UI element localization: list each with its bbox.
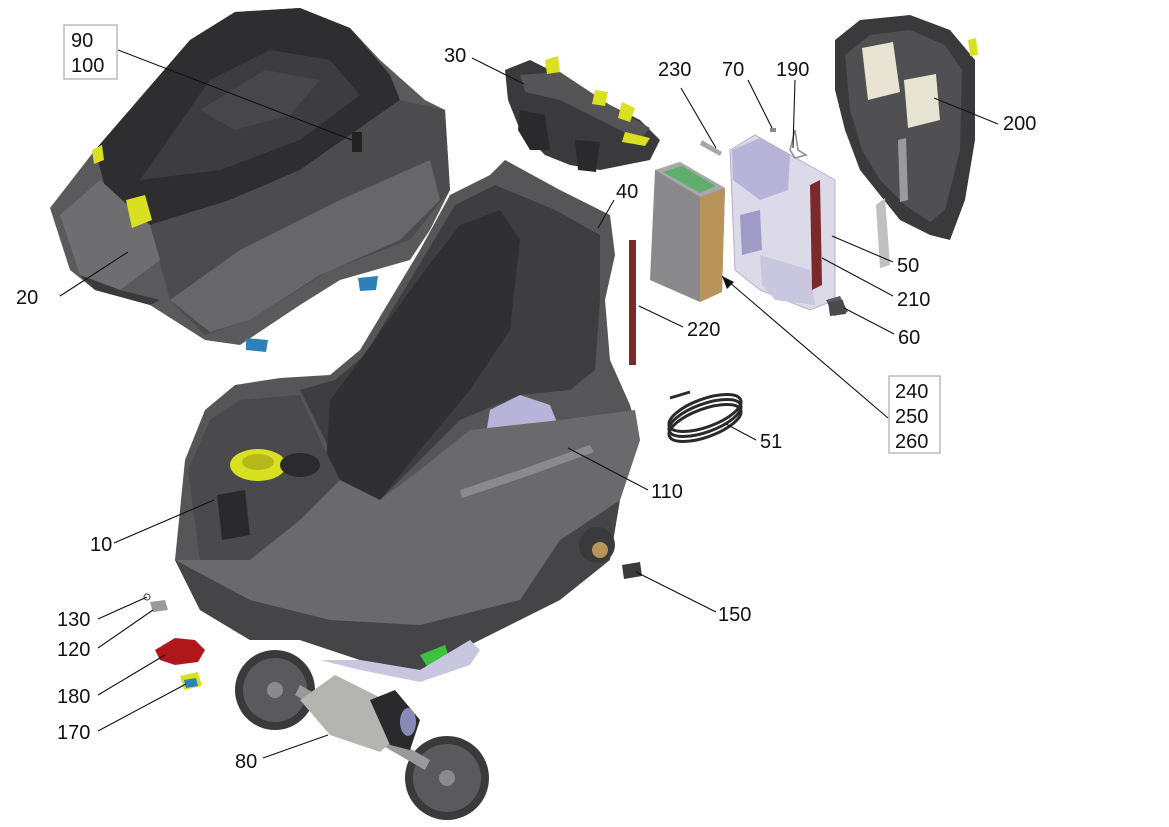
part-10-main-body[interactable] [175, 160, 640, 682]
callout-110: 110 [651, 481, 683, 503]
callout-250: 250 [895, 406, 928, 428]
part-50-control-board[interactable] [729, 134, 848, 316]
part-220-strip[interactable] [629, 240, 636, 365]
callout-51: 51 [760, 431, 782, 453]
callout-200: 200 [1003, 113, 1036, 135]
part-60-plug[interactable] [828, 300, 846, 316]
callout-150: 150 [718, 604, 751, 626]
callout-260: 260 [895, 431, 928, 453]
callout-80: 80 [235, 751, 257, 773]
part-130-o-ring[interactable] [143, 593, 151, 601]
callout-240: 240 [895, 381, 928, 403]
part-150-sensor[interactable] [622, 562, 642, 579]
callout-220: 220 [687, 319, 720, 341]
callout-180: 180 [57, 686, 90, 708]
part-170-connector[interactable] [180, 672, 202, 690]
part-180-bracket[interactable] [155, 638, 205, 665]
callout-130: 130 [57, 609, 90, 631]
part-230-pin[interactable] [700, 140, 722, 156]
callout-30: 30 [444, 45, 466, 67]
part-190-spring-clip[interactable] [789, 129, 808, 159]
part-120-valve[interactable] [150, 600, 168, 612]
leader-lines [59, 49, 999, 759]
callout-190: 190 [776, 59, 809, 81]
callout-50: 50 [897, 255, 919, 277]
part-80-drive-axle[interactable] [235, 650, 489, 820]
callout-10: 10 [90, 534, 112, 556]
part-200-rear-cover[interactable] [835, 15, 978, 268]
part-20-hood[interactable] [50, 8, 450, 352]
part-70-screw[interactable] [770, 128, 776, 132]
callout-box-240-260 [888, 375, 941, 454]
callout-20: 20 [16, 287, 38, 309]
callout-60: 60 [898, 327, 920, 349]
callout-70: 70 [722, 59, 744, 81]
part-51-cable[interactable] [665, 387, 746, 449]
part-240-power-pack[interactable] [650, 162, 725, 302]
callout-230: 230 [658, 59, 691, 81]
callout-40: 40 [616, 181, 638, 203]
part-30-handle[interactable] [505, 56, 660, 172]
callout-120: 120 [57, 639, 90, 661]
callout-labels: 20 90 100 30 40 230 70 190 200 50 210 60… [16, 24, 1036, 773]
callout-210: 210 [897, 289, 930, 311]
callout-100: 100 [71, 55, 104, 77]
callout-90: 90 [71, 30, 93, 52]
callout-box-90-100 [63, 24, 118, 80]
callout-170: 170 [57, 722, 90, 744]
